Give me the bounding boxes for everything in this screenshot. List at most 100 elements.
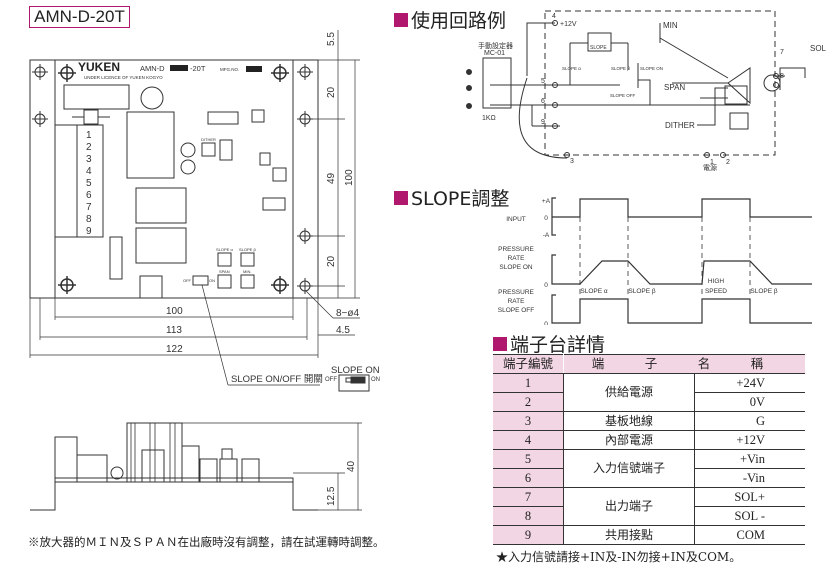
level-zero: 0 <box>544 215 548 222</box>
terminal-title-text: 端子台詳情 <box>510 334 606 356</box>
slope-on-label-1: PRESSURE <box>498 246 534 253</box>
slope-switch-label: SLOPE ON/OFF 開關 <box>231 374 323 385</box>
terminal-block <box>54 124 104 238</box>
node-7: 7 <box>780 49 784 56</box>
slope-b-label: SLOPE β <box>239 247 256 252</box>
dither-pot <box>201 142 216 157</box>
terminal-number: 4 <box>86 166 92 177</box>
level-plus-a: +A <box>542 198 551 205</box>
header-terminal-no: 端子編號 <box>493 354 564 374</box>
terminal-number: 5 <box>86 178 92 189</box>
cell-no: 9 <box>493 525 564 545</box>
slope-off-label-2: RATE <box>508 298 526 305</box>
slope-off-waveform <box>556 298 812 324</box>
transformer <box>126 111 175 179</box>
node-6: 6 <box>541 98 545 105</box>
heatsink-1 <box>135 187 187 224</box>
level-zero-off: 0 <box>544 321 548 325</box>
span-label: SPAN <box>219 269 230 274</box>
ic-3 <box>259 152 271 166</box>
terminal-number: 9 <box>86 226 92 237</box>
footnote-left: ※放大器的ＭＩＮ及ＳＰＡＮ在出廠時沒有調整，請在試運轉時調整。 <box>28 535 385 549</box>
input-waveform <box>552 198 812 218</box>
header-terminal-name: 端 子 名 稱 <box>563 354 805 374</box>
node-8: 8 <box>780 73 784 80</box>
slope-on-node-label: SLOPE ON <box>640 66 663 71</box>
anno-high: HIGH <box>708 278 725 285</box>
switch-on-label: ON <box>209 278 215 283</box>
heatsink-2 <box>135 227 187 264</box>
dim-width-inner: 100 <box>166 306 183 317</box>
slope-on-label-3: SLOPE ON <box>499 264 533 271</box>
span-pot <box>217 274 232 289</box>
sol-label: SOL <box>810 44 827 53</box>
terminal-number: 7 <box>86 202 92 213</box>
cell-value: +12V <box>694 430 805 450</box>
slope-switch-onboard <box>192 275 209 286</box>
mount-hole <box>58 276 76 294</box>
node-4: 4 <box>552 13 556 20</box>
level-minus-a: -A <box>543 232 550 239</box>
slope-on-label: SLOPE ON <box>331 365 380 376</box>
cell-no: 4 <box>493 430 564 450</box>
setter-model-label: MC-01 <box>484 50 505 57</box>
on-switch-on-text: ON <box>371 377 380 383</box>
amplifier-symbol <box>727 67 751 105</box>
slope-a-node-label: SLOPE α <box>562 66 581 71</box>
board-model-suffix: -20T <box>190 64 206 73</box>
dim-pitch-1: 20 <box>326 86 337 98</box>
terminal-footnote: ★入力信號請接+IN及-IN勿接+IN及COM。 <box>496 550 742 564</box>
board-model-prefix: AMN-D <box>140 64 165 73</box>
cell-name: 出力端子 <box>563 487 695 526</box>
cell-name: 供給電源 <box>563 373 695 412</box>
terminal-number: 8 <box>86 214 92 225</box>
anno-slope-b: SLOPE β <box>628 288 655 295</box>
cell-no: 8 <box>493 506 564 526</box>
dither-generator <box>729 112 749 130</box>
capacitor <box>140 86 164 110</box>
licence-text: UNDER LICENCE OF YUKEN KOGYO <box>84 75 163 80</box>
node-1: 1 <box>710 159 714 166</box>
board-top-view: YUKEN AMN-D -20T MFG.NO. UNDER LICENCE O… <box>29 30 380 392</box>
cell-value: G <box>694 411 805 431</box>
node-9: 9 <box>541 119 545 126</box>
model-tag: AMN-D-20T <box>29 6 130 28</box>
slope-adj-title-text: SLOPE調整 <box>411 188 510 210</box>
slope-off-node-label: SLOPE OFF <box>610 93 636 98</box>
trimmer <box>219 139 233 161</box>
slope-b-node-label: SLOPE β <box>611 66 630 71</box>
mount-hole <box>32 111 48 127</box>
cell-no: 5 <box>493 449 564 469</box>
terminal-number: 3 <box>86 154 92 165</box>
v12-label: +12V <box>560 21 577 28</box>
brand-logo: YUKEN <box>78 60 120 74</box>
resistance-label: 1KΩ <box>482 115 496 122</box>
node-3: 3 <box>570 158 574 165</box>
ic-4 <box>262 197 286 211</box>
circuit-diagram: 手動設定器 MC-01 1KΩ +12V SLOPE SLOPE α SLOPE… <box>466 10 827 172</box>
dim-pitch-3: 20 <box>326 255 337 267</box>
terminal-title: 端子台詳情 <box>493 330 605 357</box>
table-header: 端子編號 端 子 名 稱 <box>493 354 805 374</box>
slope-on-waveform <box>556 260 812 285</box>
level-zero-on: 0 <box>544 282 548 289</box>
dim-width-holes: 113 <box>166 325 182 336</box>
slope-b-pot <box>240 252 255 267</box>
anno-slope-b-2: SLOPE β <box>750 288 777 295</box>
terminal-numbers: 1 2 3 4 5 6 7 8 9 <box>86 130 92 237</box>
board-outline <box>29 59 319 299</box>
dim-top-offset: 5.5 <box>326 32 337 46</box>
slope-timing-chart: INPUT PRESSURE RATE SLOPE ON PRESSURE RA… <box>498 197 812 325</box>
cell-value: +Vin <box>694 449 805 469</box>
board-side-view: 40 12.5 <box>30 422 362 511</box>
cell-value: -Vin <box>694 468 805 488</box>
mc01-box <box>482 57 512 109</box>
mount-hole <box>271 276 289 294</box>
cell-value: COM <box>694 525 805 545</box>
dim-edge: 4.5 <box>336 325 350 336</box>
